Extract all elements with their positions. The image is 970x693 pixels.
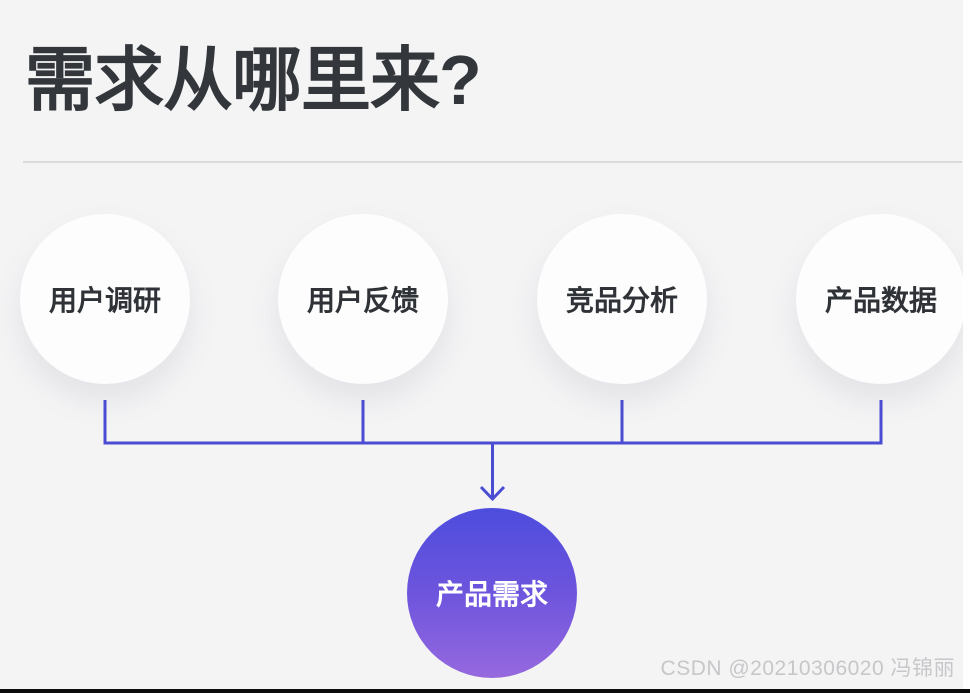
source-node-label: 用户调研 <box>48 285 161 316</box>
title-divider <box>23 161 962 163</box>
source-node-user-research: 用户调研 <box>20 214 190 384</box>
source-node-user-feedback: 用户反馈 <box>278 214 448 384</box>
arrow-down-head <box>479 485 506 502</box>
source-node-label: 用户反馈 <box>306 285 419 316</box>
source-node-label: 产品数据 <box>824 285 937 316</box>
source-node-label: 竞品分析 <box>565 285 678 316</box>
result-node-label: 产品需求 <box>435 579 548 610</box>
result-node-product-requirement: 产品需求 <box>407 508 577 678</box>
source-node-competitor-analysis: 竞品分析 <box>537 214 707 384</box>
watermark-text: CSDN @20210306020 冯锦丽 <box>660 657 955 680</box>
bottom-edge-bar <box>0 689 970 693</box>
page-title: 需求从哪里来? <box>25 41 482 119</box>
source-node-product-data: 产品数据 <box>796 214 966 384</box>
right-edge-strip <box>963 0 970 693</box>
